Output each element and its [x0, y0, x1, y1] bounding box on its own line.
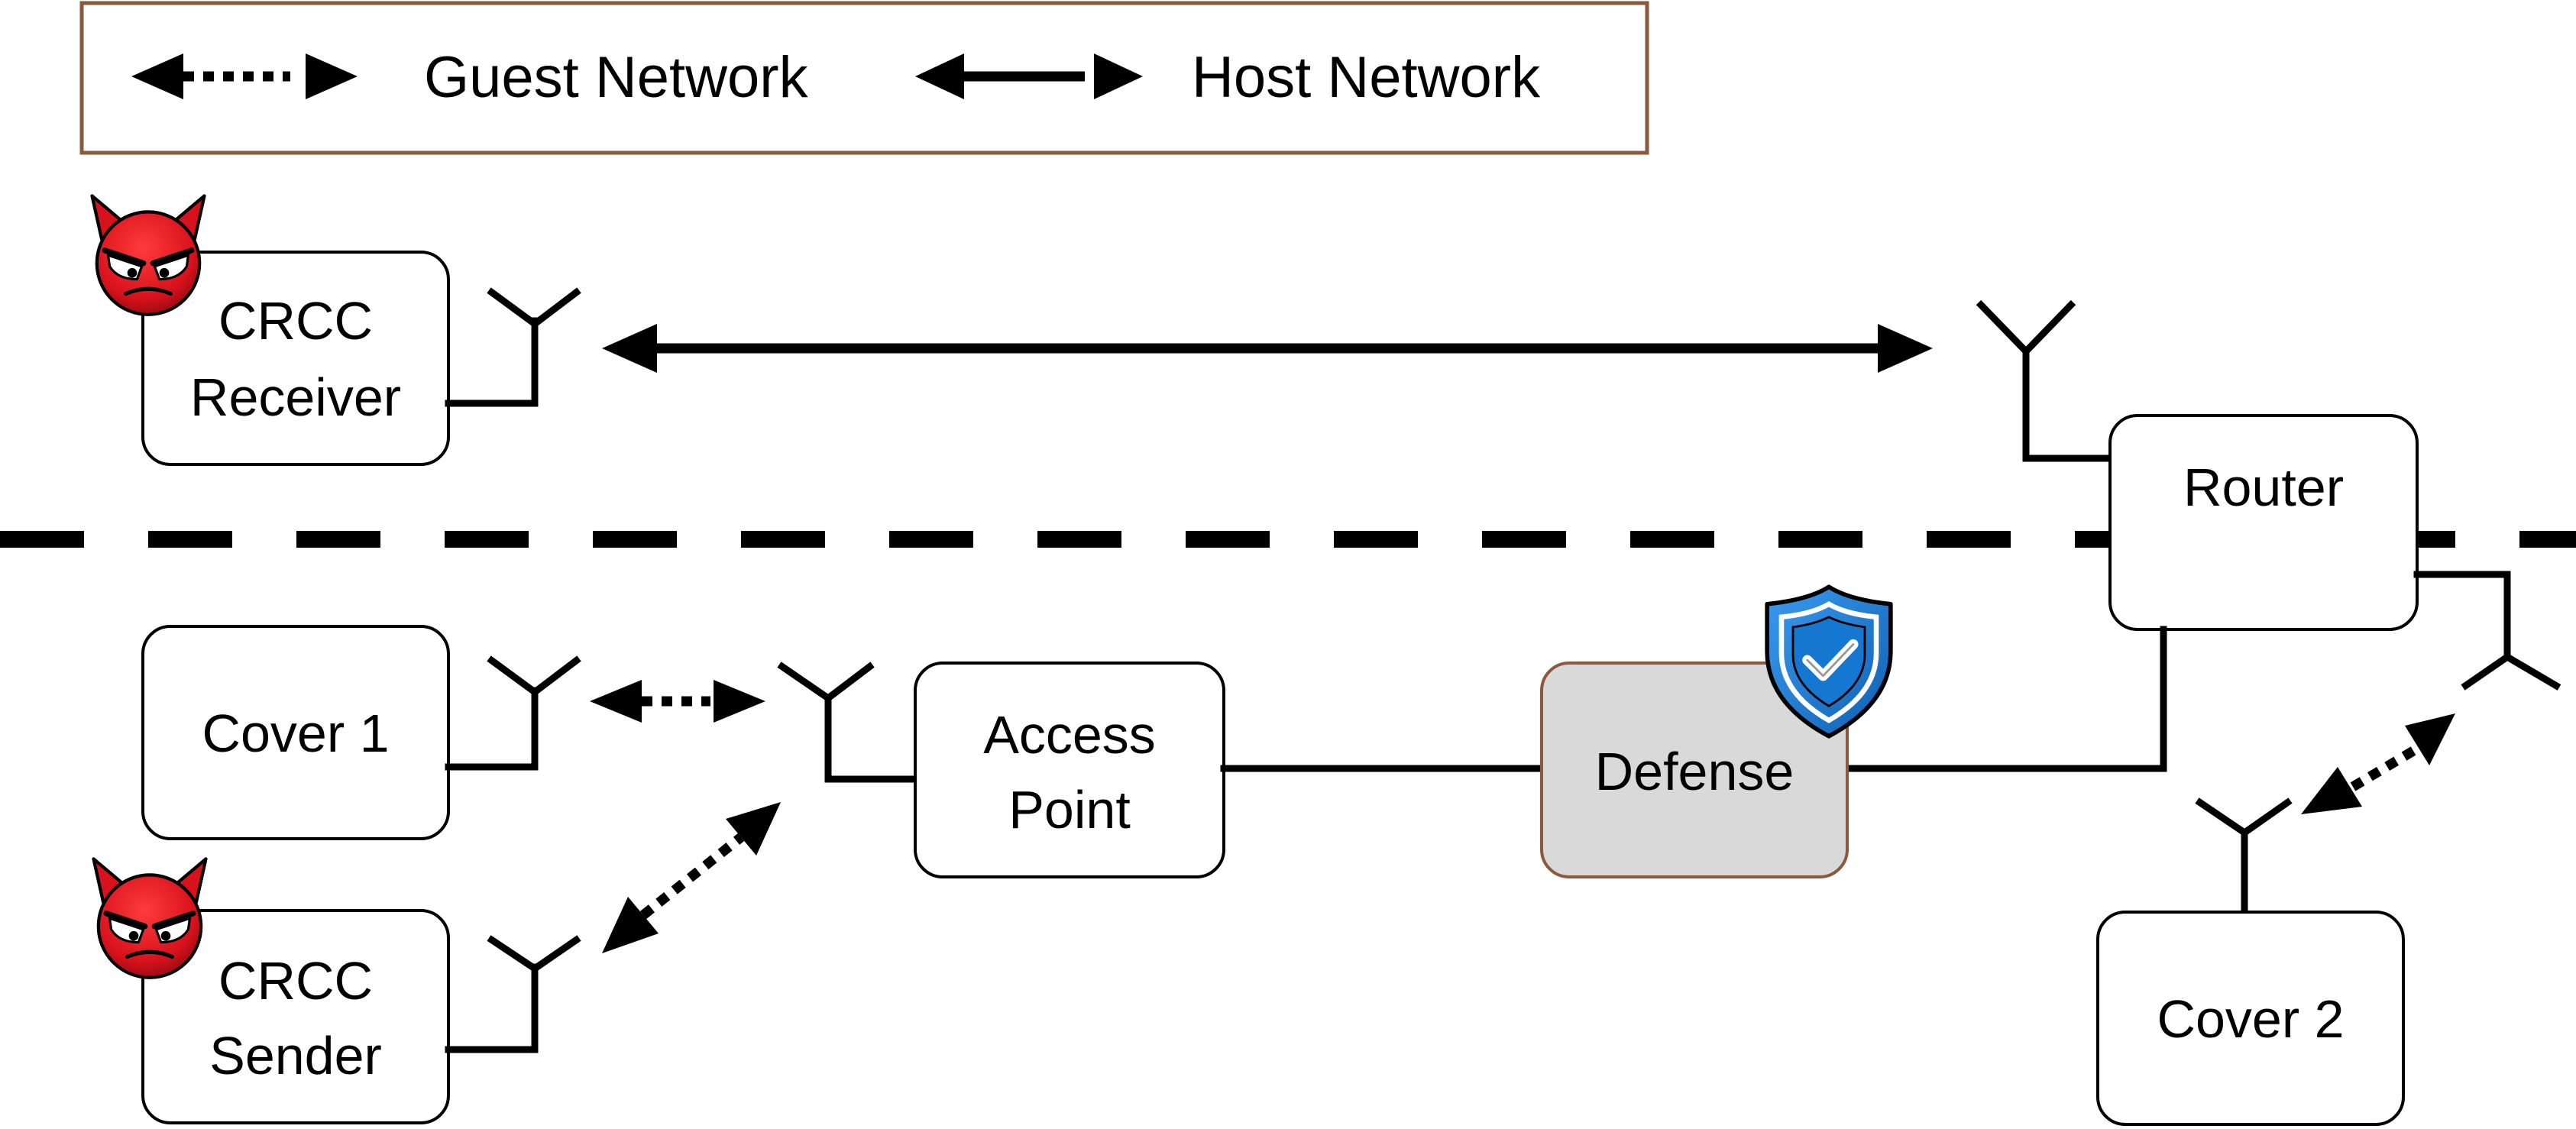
host-network-legend-arrow	[915, 53, 1143, 99]
antenna-icon	[487, 655, 581, 697]
cover1-node: Cover 1	[141, 625, 581, 840]
crcc-receiver-label-line2: Receiver	[190, 367, 401, 427]
access-point-label-line1: Access	[983, 705, 1156, 765]
access-point-node: Access Point	[777, 662, 1545, 878]
router-node: Router	[1843, 299, 2561, 772]
router-label: Router	[2183, 458, 2344, 517]
access-point-label-line2: Point	[1008, 780, 1131, 839]
guest-link-cover1-ap	[590, 680, 765, 723]
guest-link-router-cover2	[2301, 713, 2455, 814]
legend: Guest Network Host Network	[79, 1, 1649, 155]
antenna-icon	[1976, 299, 2076, 357]
crcc-sender-label-line1: CRCC	[218, 951, 373, 1011]
host-network-label: Host Network	[1192, 45, 1541, 110]
defense-node: Defense	[1540, 587, 1891, 878]
guest-network-label: Guest Network	[424, 45, 809, 110]
crcc-receiver-label-line1: CRCC	[218, 291, 373, 351]
guest-network-legend-arrow	[131, 53, 358, 99]
devil-face-icon	[92, 196, 205, 314]
cover1-label: Cover 1	[202, 704, 389, 763]
antenna-icon	[777, 662, 875, 703]
crcc-receiver-node: CRCC Receiver	[92, 196, 581, 466]
crcc-sender-node: CRCC Sender	[94, 859, 581, 1124]
antenna-icon	[2461, 652, 2561, 691]
devil-face-icon	[94, 859, 206, 977]
antenna-icon	[487, 935, 581, 973]
crcc-sender-label-line2: Sender	[209, 1026, 382, 1085]
antenna-icon	[487, 287, 581, 328]
cover2-node: Cover 2	[2096, 797, 2405, 1126]
antenna-icon	[2195, 797, 2293, 837]
cover2-label: Cover 2	[2157, 989, 2344, 1049]
defense-label: Defense	[1595, 742, 1794, 801]
host-network-link-arrow	[602, 324, 1933, 373]
guest-link-sender-ap	[602, 802, 781, 953]
